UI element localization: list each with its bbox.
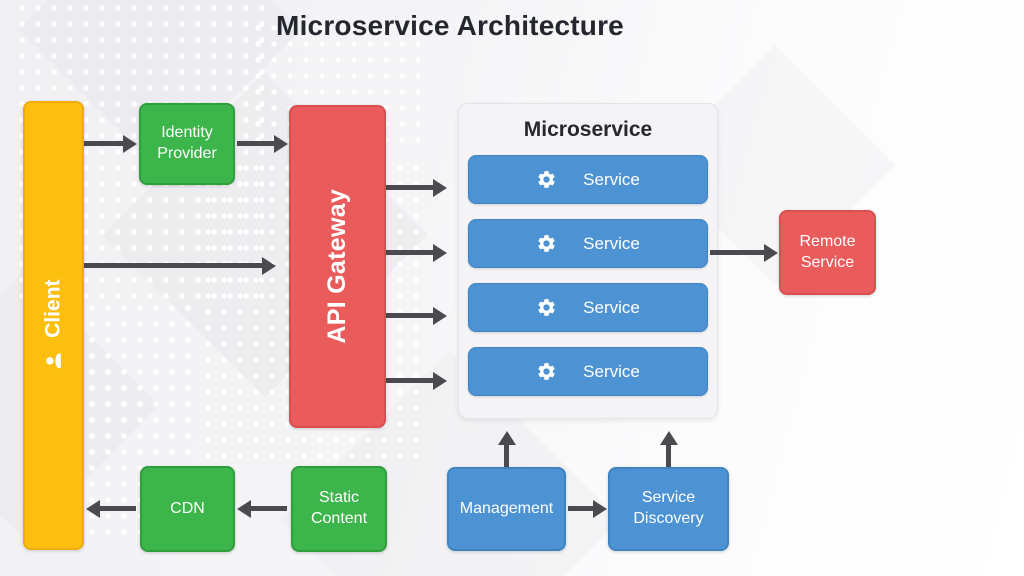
arrow-cdn-to-client xyxy=(99,506,136,511)
gear-icon xyxy=(536,169,557,190)
arrow-identity-provider-to-api-gateway xyxy=(237,141,275,146)
client-label: Client xyxy=(41,279,65,338)
static-content-node: Static Content xyxy=(291,466,387,552)
static-content-label: Static Content xyxy=(310,489,368,527)
arrow-management-to-service-discovery xyxy=(568,506,594,511)
identity-provider-label: Identity Provider xyxy=(157,124,217,162)
arrow-service-discovery-to-microservice xyxy=(666,444,671,467)
gear-icon xyxy=(536,361,557,382)
service-label: Service xyxy=(583,361,640,381)
page-title: Microservice Architecture xyxy=(276,10,624,41)
service-label: Service xyxy=(583,169,640,189)
microservice-group: Microservice Service Service xyxy=(458,103,718,419)
arrow-api-gateway-to-service-4 xyxy=(386,378,434,383)
arrow-client-to-identity-provider xyxy=(84,141,124,146)
identity-provider-node: Identity Provider xyxy=(139,103,235,185)
arrow-management-to-microservice xyxy=(504,444,509,467)
client-node: Client xyxy=(23,101,84,550)
microservice-group-title: Microservice xyxy=(523,118,653,141)
service-discovery-node: Service Discovery xyxy=(608,467,729,551)
management-label: Management xyxy=(459,499,554,517)
management-node: Management xyxy=(447,467,566,551)
remote-service-node: Remote Service xyxy=(779,210,876,295)
cdn-label: CDN xyxy=(170,499,205,517)
service-discovery-label: Service Discovery xyxy=(633,489,704,527)
service-node: Service xyxy=(468,219,708,268)
gear-icon xyxy=(536,297,557,318)
arrow-static-content-to-cdn xyxy=(250,506,287,511)
arrow-service-2-to-remote-service xyxy=(710,250,765,255)
cdn-node: CDN xyxy=(140,466,235,552)
service-node: Service xyxy=(468,347,708,396)
arrow-api-gateway-to-service-2 xyxy=(386,250,434,255)
arrow-api-gateway-to-service-1 xyxy=(386,185,434,190)
gear-icon xyxy=(536,233,557,254)
api-gateway-label: API Gateway xyxy=(323,189,352,344)
arrow-api-gateway-to-service-3 xyxy=(386,313,434,318)
api-gateway-node: API Gateway xyxy=(289,105,386,428)
arrow-client-to-api-gateway xyxy=(84,263,263,268)
service-label: Service xyxy=(583,233,640,253)
person-icon xyxy=(42,350,64,372)
service-label: Service xyxy=(583,297,640,317)
service-node: Service xyxy=(468,155,708,204)
service-node: Service xyxy=(468,283,708,332)
remote-service-label: Remote Service xyxy=(799,232,856,271)
